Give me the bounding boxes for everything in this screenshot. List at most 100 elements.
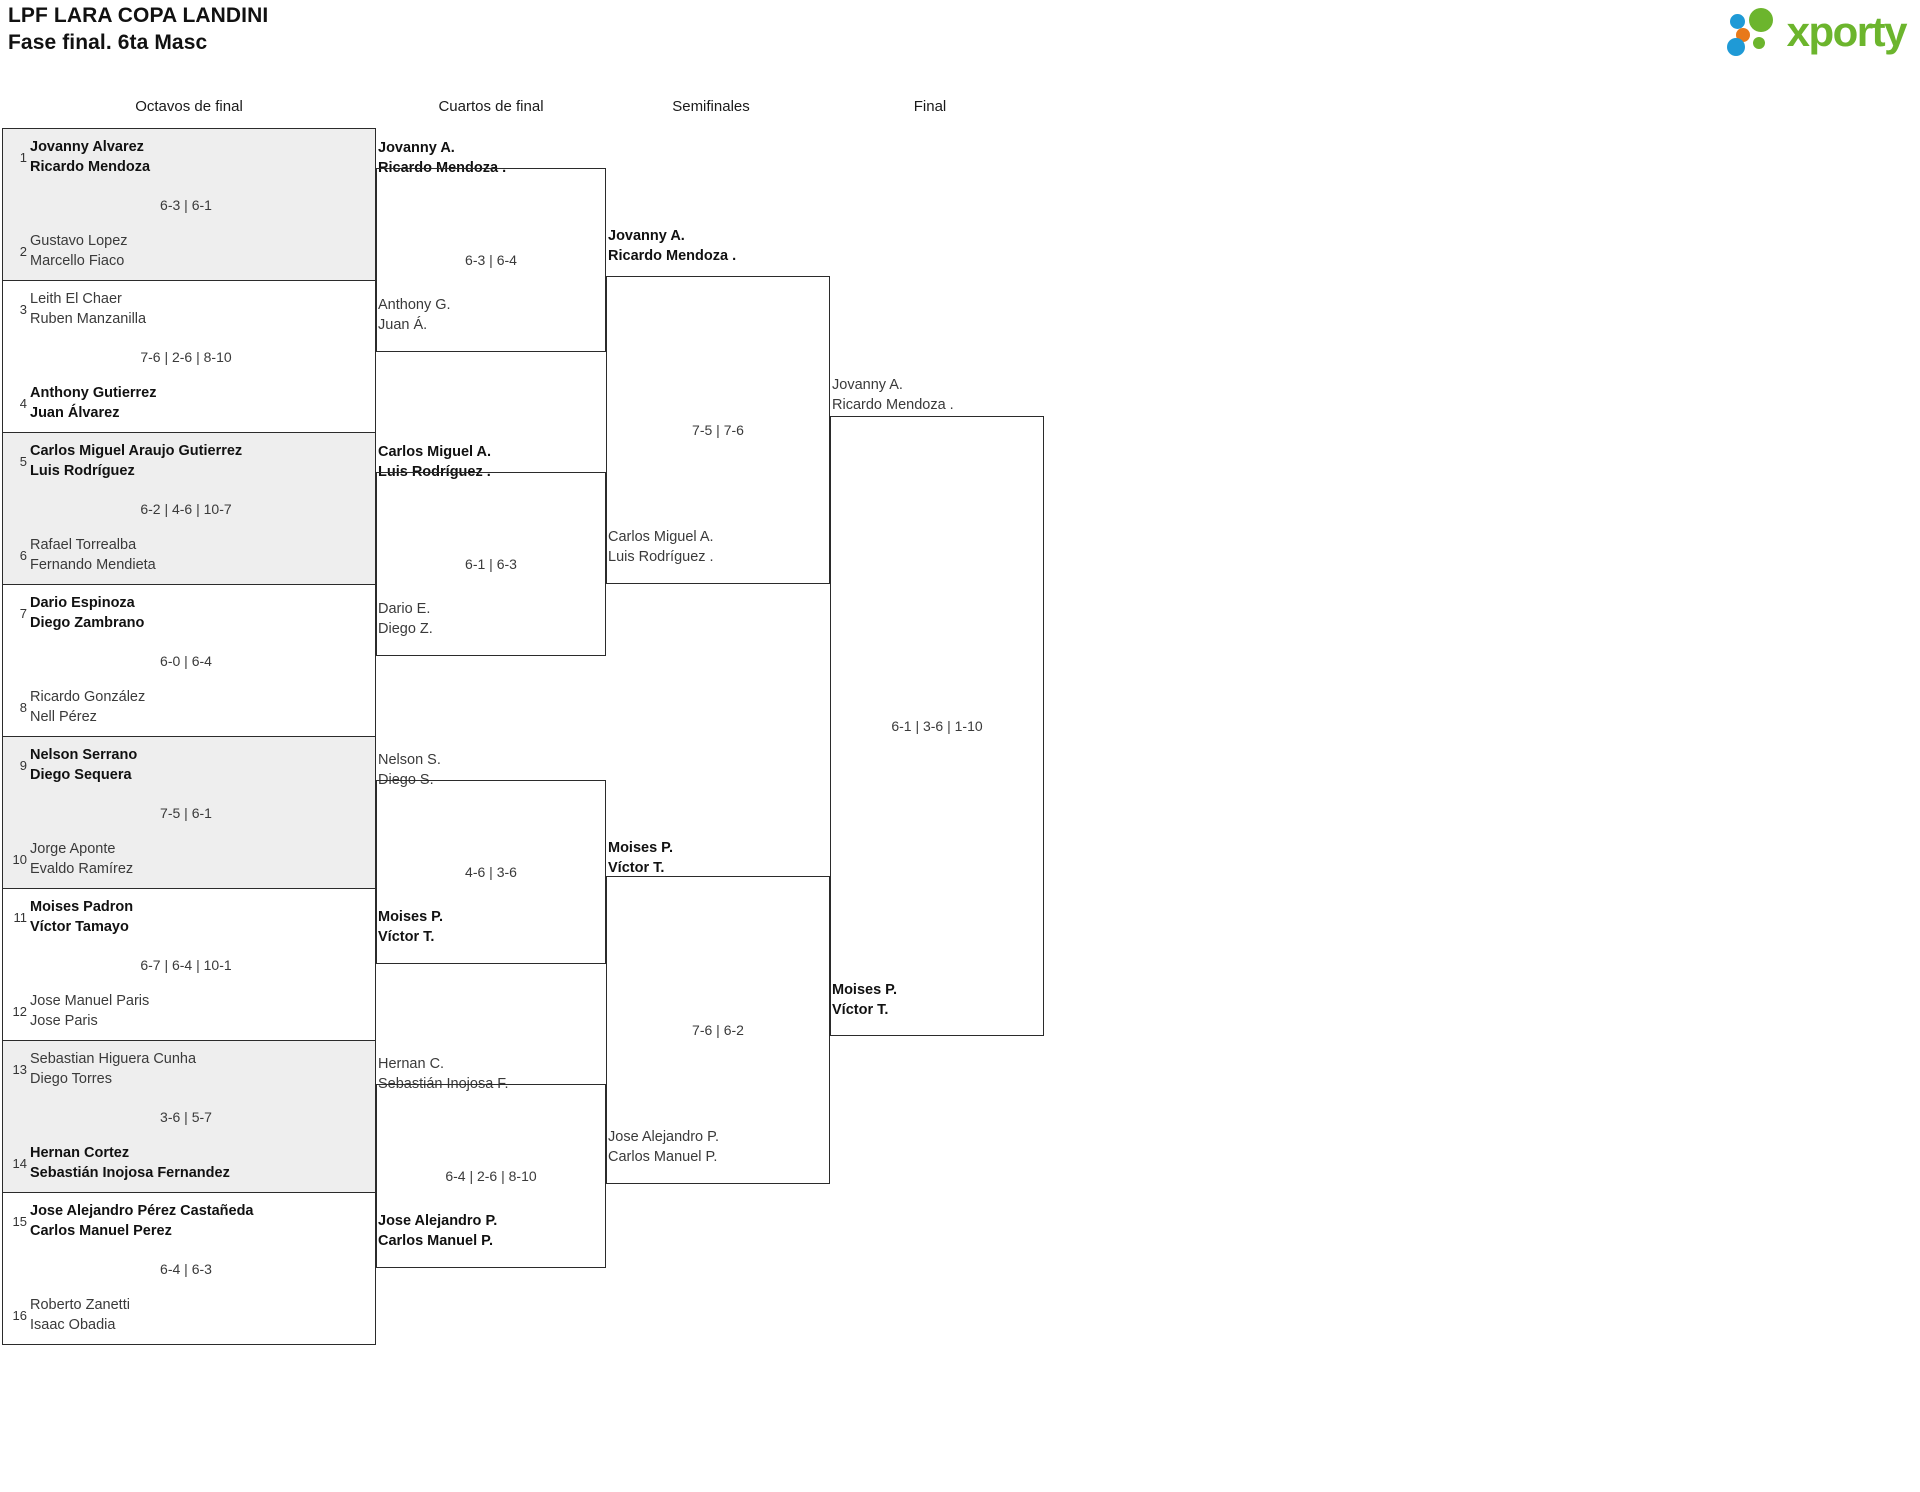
r16-team-top[interactable]: 1 Jovanny Alvarez Ricardo Mendoza (3, 138, 375, 177)
final-team-label[interactable]: Jovanny A. Ricardo Mendoza . (832, 376, 954, 415)
player-name: Carlos Manuel P. (608, 1148, 718, 1165)
round-header-octavos: Octavos de final (135, 98, 243, 115)
r16-match[interactable]: 3 Leith El Chaer Ruben Manzanilla 7-6 | … (3, 281, 375, 433)
r16-team-bottom[interactable]: 4 Anthony Gutierrez Juan Álvarez (3, 384, 375, 423)
sf-bracket-connector: 7-6 | 6-2 (606, 876, 830, 1184)
player-name: Fernando Mendieta (30, 556, 156, 573)
player-name: Carlos Manuel Perez (30, 1222, 172, 1239)
match-score: 6-4 | 2-6 | 8-10 (445, 1168, 537, 1184)
player-name: Víctor T. (378, 928, 435, 945)
sf-team-label[interactable]: Jose Alejandro P. Carlos Manuel P. (608, 1128, 719, 1167)
seed-number: 4 (19, 396, 27, 411)
player-name: Carlos Manuel P. (378, 1232, 493, 1249)
seed-number: 16 (12, 1308, 27, 1323)
player-name: Leith El Chaer (30, 291, 122, 307)
match-score: 6-3 | 6-4 (465, 252, 517, 268)
logo-dots-icon (1725, 7, 1783, 57)
r16-team-top[interactable]: 11 Moises Padron Víctor Tamayo (3, 898, 375, 937)
seed-number: 14 (12, 1156, 27, 1171)
player-name: Isaac Obadia (30, 1316, 116, 1333)
player-name: Roberto Zanetti (30, 1297, 130, 1313)
r16-match[interactable]: 11 Moises Padron Víctor Tamayo 6-7 | 6-4… (3, 889, 375, 1041)
player-name: Diego Torres (30, 1070, 112, 1087)
player-name: Carlos Miguel A. (608, 529, 714, 545)
qf-team-label[interactable]: Jovanny A. Ricardo Mendoza . (378, 139, 506, 178)
player-name: Anthony G. (378, 297, 451, 313)
player-name: Diego Z. (378, 620, 433, 637)
match-score: 4-6 | 3-6 (465, 864, 517, 880)
qf-bracket-connector: 6-1 | 6-3 (376, 472, 606, 656)
player-name: Nell Pérez (30, 708, 97, 725)
seed-number: 15 (12, 1214, 27, 1229)
player-name: Jovanny A. (378, 140, 455, 156)
r16-team-top[interactable]: 7 Dario Espinoza Diego Zambrano (3, 594, 375, 633)
player-name: Hernan C. (378, 1056, 445, 1072)
r16-team-top[interactable]: 9 Nelson Serrano Diego Sequera (3, 746, 375, 785)
player-name: Jose Manuel Paris (30, 993, 150, 1009)
tournament-title: LPF LARA COPA LANDINI (8, 4, 269, 27)
sf-team-label[interactable]: Jovanny A. Ricardo Mendoza . (608, 227, 736, 266)
player-name: Hernan Cortez (30, 1145, 130, 1161)
qf-team-label[interactable]: Dario E. Diego Z. (378, 600, 433, 639)
qf-team-label[interactable]: Nelson S. Diego S. (378, 751, 441, 790)
r16-team-bottom[interactable]: 10 Jorge Aponte Evaldo Ramírez (3, 840, 375, 879)
r16-team-top[interactable]: 13 Sebastian Higuera Cunha Diego Torres (3, 1050, 375, 1089)
qf-team-label[interactable]: Carlos Miguel A. Luis Rodríguez . (378, 443, 491, 482)
r16-match[interactable]: 7 Dario Espinoza Diego Zambrano 6-0 | 6-… (3, 585, 375, 737)
match-score: 7-6 | 2-6 | 8-10 (140, 348, 232, 365)
r16-match[interactable]: 15 Jose Alejandro Pérez Castañeda Carlos… (3, 1193, 375, 1345)
r16-match[interactable]: 13 Sebastian Higuera Cunha Diego Torres … (3, 1041, 375, 1193)
player-name: Jose Alejandro P. (608, 1129, 719, 1145)
page-header: LPF LARA COPA LANDINI Fase final. 6ta Ma… (0, 0, 1920, 72)
match-score: 6-1 | 3-6 | 1-10 (891, 718, 983, 734)
round-header-final: Final (913, 98, 947, 115)
player-name: Anthony Gutierrez (30, 385, 157, 401)
r16-match[interactable]: 1 Jovanny Alvarez Ricardo Mendoza 6-3 | … (3, 129, 375, 281)
player-name: Ruben Manzanilla (30, 310, 147, 327)
player-name: Nelson S. (378, 752, 441, 768)
qf-team-label[interactable]: Hernan C. Sebastián Inojosa F. (378, 1055, 509, 1094)
final-bracket-connector: 6-1 | 3-6 | 1-10 (830, 416, 1044, 1036)
player-name: Sebastián Inojosa F. (378, 1075, 509, 1092)
r16-team-bottom[interactable]: 2 Gustavo Lopez Marcello Fiaco (3, 232, 375, 271)
player-name: Moises P. (832, 982, 898, 998)
r16-team-top[interactable]: 15 Jose Alejandro Pérez Castañeda Carlos… (3, 1202, 375, 1241)
player-name: Jorge Aponte (30, 841, 116, 857)
player-name: Víctor T. (608, 859, 665, 876)
qf-team-label[interactable]: Anthony G. Juan Á. (378, 296, 451, 335)
xporty-logo[interactable]: xporty (1725, 6, 1908, 58)
qf-team-label[interactable]: Moises P. Víctor T. (378, 908, 443, 947)
player-name: Jovanny Alvarez (30, 139, 144, 155)
r16-team-top[interactable]: 3 Leith El Chaer Ruben Manzanilla (3, 290, 375, 329)
r16-team-bottom[interactable]: 8 Ricardo González Nell Pérez (3, 688, 375, 727)
r16-team-top[interactable]: 5 Carlos Miguel Araujo Gutierrez Luis Ro… (3, 442, 375, 481)
sf-team-label[interactable]: Carlos Miguel A. Luis Rodríguez . (608, 528, 714, 567)
sf-bracket-connector: 7-5 | 7-6 (606, 276, 830, 584)
r16-team-bottom[interactable]: 16 Roberto Zanetti Isaac Obadia (3, 1296, 375, 1335)
seed-number: 10 (12, 852, 27, 867)
r16-match[interactable]: 9 Nelson Serrano Diego Sequera 7-5 | 6-1… (3, 737, 375, 889)
r16-team-bottom[interactable]: 12 Jose Manuel Paris Jose Paris (3, 992, 375, 1031)
r16-match[interactable]: 5 Carlos Miguel Araujo Gutierrez Luis Ro… (3, 433, 375, 585)
r16-team-bottom[interactable]: 6 Rafael Torrealba Fernando Mendieta (3, 536, 375, 575)
player-name: Jose Paris (30, 1012, 98, 1029)
sf-team-label[interactable]: Moises P. Víctor T. (608, 839, 673, 878)
seed-number: 8 (19, 700, 27, 715)
player-name: Jovanny A. (832, 377, 903, 393)
match-score: 6-3 | 6-1 (160, 196, 212, 213)
qf-bracket-connector: 4-6 | 3-6 (376, 780, 606, 964)
player-name: Ricardo González (30, 689, 146, 705)
player-name: Sebastián Inojosa Fernandez (30, 1164, 230, 1181)
player-name: Dario E. (378, 601, 431, 617)
player-name: Juan Álvarez (30, 404, 120, 421)
final-team-label champion[interactable]: Moises P. Víctor T. (832, 981, 897, 1020)
seed-number: 3 (19, 302, 27, 317)
player-name: Nelson Serrano (30, 747, 138, 763)
player-name: Gustavo Lopez (30, 233, 128, 249)
match-score: 7-5 | 7-6 (692, 422, 744, 438)
player-name: Jose Alejandro P. (378, 1213, 498, 1229)
match-score: 3-6 | 5-7 (160, 1108, 212, 1125)
r16-team-bottom[interactable]: 14 Hernan Cortez Sebastián Inojosa Ferna… (3, 1144, 375, 1183)
qf-team-label[interactable]: Jose Alejandro P. Carlos Manuel P. (378, 1212, 497, 1251)
player-name: Ricardo Mendoza . (832, 396, 954, 413)
